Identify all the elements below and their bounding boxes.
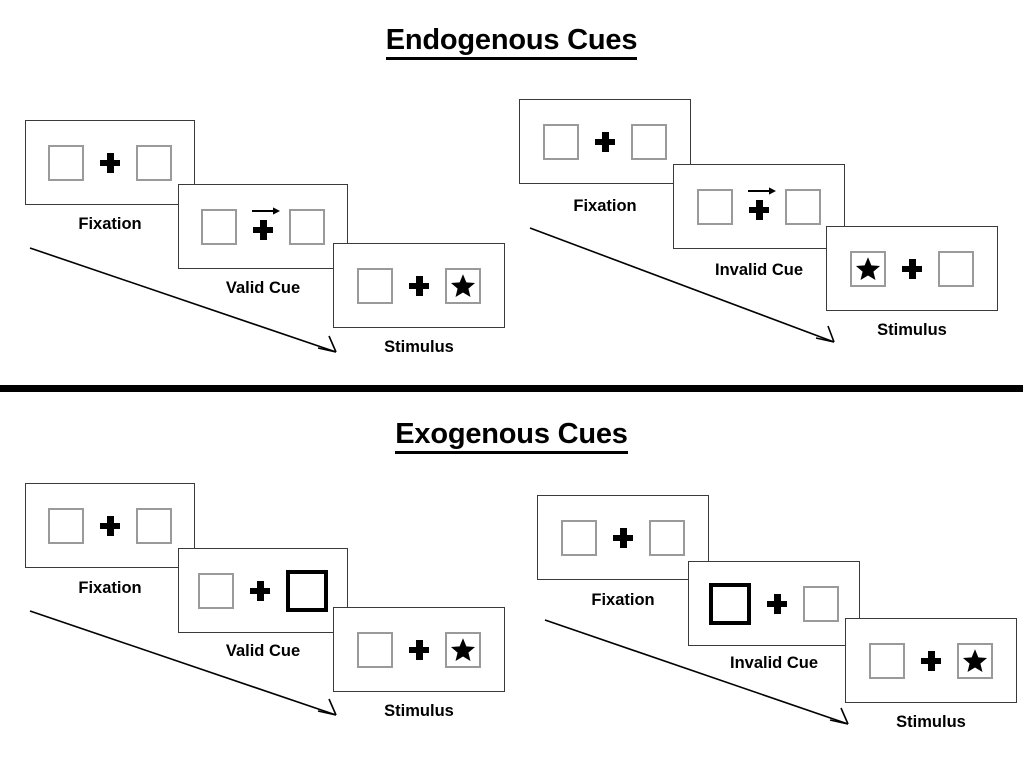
box-right-highlight <box>286 569 328 612</box>
caption-endogenous-valid-cue: Valid Cue <box>225 279 301 297</box>
caption-endogenous-invalid-cue: Invalid Cue <box>714 261 804 279</box>
box-left <box>357 631 393 668</box>
plus-icon <box>253 219 273 240</box>
box-right <box>445 267 481 304</box>
plus-icon <box>100 152 120 173</box>
box-left <box>697 188 733 225</box>
plus-icon <box>595 131 615 152</box>
center-cue <box>100 145 120 181</box>
caption-exogenous-invalid-cue: Invalid Cue <box>729 654 819 672</box>
box-left <box>561 519 597 556</box>
box-right <box>938 250 974 287</box>
arrow-right-icon <box>251 206 281 218</box>
box-right <box>957 642 993 679</box>
caption-exogenous-valid-fixation: Fixation <box>78 579 142 597</box>
caption-endogenous-invalid-stimulus: Stimulus <box>877 321 947 339</box>
frame-endogenous-valid-stimulus[interactable] <box>333 243 505 328</box>
center-cue <box>902 251 922 287</box>
box-right <box>631 123 667 160</box>
box-right <box>289 208 325 245</box>
center-cue <box>250 573 270 609</box>
caption-exogenous-valid-cue: Valid Cue <box>225 642 301 660</box>
box-left <box>543 123 579 160</box>
frame-endogenous-invalid-stimulus[interactable] <box>826 226 998 311</box>
box-left-highlight <box>709 582 751 625</box>
box-left <box>357 267 393 304</box>
plus-icon <box>250 580 270 601</box>
box-right <box>136 507 172 544</box>
plus-icon <box>902 258 922 279</box>
frame-exogenous-valid-cue[interactable] <box>178 548 348 633</box>
star-icon <box>450 637 476 663</box>
caption-exogenous-valid-stimulus: Stimulus <box>384 702 454 720</box>
center-cue <box>409 268 429 304</box>
frame-endogenous-invalid-cue[interactable] <box>673 164 845 249</box>
caption-exogenous-invalid-fixation: Fixation <box>591 591 655 609</box>
plus-icon <box>749 199 769 220</box>
caption-endogenous-valid-stimulus: Stimulus <box>384 338 454 356</box>
section-title-endogenous-text: Endogenous Cues <box>385 24 637 60</box>
center-cue <box>409 632 429 668</box>
section-divider <box>0 385 1023 392</box>
center-cue <box>252 206 280 245</box>
plus-icon <box>409 275 429 296</box>
center-cue <box>595 124 615 160</box>
frame-endogenous-valid-cue[interactable] <box>178 184 348 269</box>
caption-endogenous-invalid-fixation: Fixation <box>573 197 637 215</box>
box-right <box>785 188 821 225</box>
caption-exogenous-invalid-stimulus: Stimulus <box>896 713 966 731</box>
frame-exogenous-valid-stimulus[interactable] <box>333 607 505 692</box>
star-icon <box>962 648 988 674</box>
box-right <box>803 585 839 622</box>
time-arrow-endogenous-valid <box>29 247 350 363</box>
box-left <box>48 507 84 544</box>
frame-exogenous-invalid-cue[interactable] <box>688 561 860 646</box>
star-icon <box>855 256 881 282</box>
center-cue <box>613 520 633 556</box>
plus-icon <box>767 593 787 614</box>
section-title-exogenous-text: Exogenous Cues <box>395 418 628 454</box>
frame-exogenous-valid-fixation[interactable] <box>25 483 195 568</box>
plus-icon <box>921 650 941 671</box>
box-left <box>869 642 905 679</box>
section-title-exogenous: Exogenous Cues <box>0 418 1023 454</box>
frame-endogenous-invalid-fixation[interactable] <box>519 99 691 184</box>
center-cue <box>748 186 776 225</box>
center-cue <box>100 508 120 544</box>
frame-endogenous-valid-fixation[interactable] <box>25 120 195 205</box>
time-arrow-exogenous-valid <box>29 610 350 726</box>
plus-icon <box>100 515 120 536</box>
box-right <box>136 144 172 181</box>
time-arrow-endogenous-invalid <box>529 227 850 353</box>
section-title-endogenous: Endogenous Cues <box>0 24 1023 60</box>
box-right <box>649 519 685 556</box>
time-arrow-exogenous-invalid <box>544 619 865 735</box>
box-left <box>48 144 84 181</box>
box-left <box>850 250 886 287</box>
frame-exogenous-invalid-stimulus[interactable] <box>845 618 1017 703</box>
arrow-right-icon <box>747 186 777 198</box>
box-right <box>445 631 481 668</box>
star-icon <box>450 273 476 299</box>
center-cue <box>921 643 941 679</box>
plus-icon <box>409 639 429 660</box>
frame-exogenous-invalid-fixation[interactable] <box>537 495 709 580</box>
box-left <box>201 208 237 245</box>
caption-endogenous-valid-fixation: Fixation <box>78 215 142 233</box>
box-left <box>198 572 234 609</box>
plus-icon <box>613 527 633 548</box>
center-cue <box>767 586 787 622</box>
